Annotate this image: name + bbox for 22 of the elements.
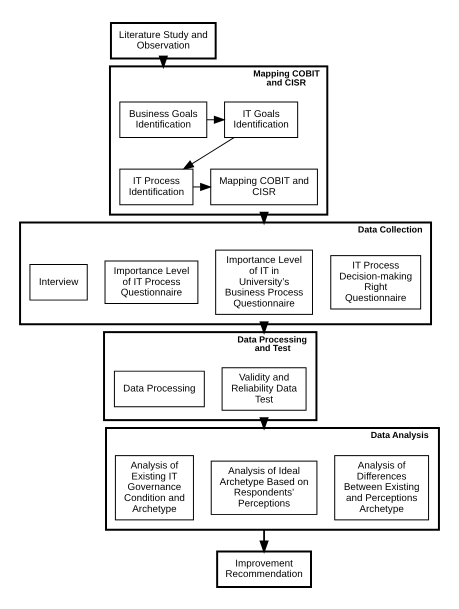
arrow — [259, 211, 269, 225]
node-box: Data Processing — [114, 370, 205, 407]
arrow — [206, 115, 226, 124]
node-box: Improvement Recommendation — [216, 550, 312, 588]
arrow — [259, 529, 269, 554]
arrow — [182, 136, 234, 170]
arrow — [192, 182, 212, 191]
node-box: Importance Level of IT in University’s Business Process Questionnaire — [215, 249, 313, 314]
node-box: Importance Level of IT Process Questionnaire — [104, 260, 198, 304]
arrow — [259, 416, 269, 430]
node-box: Validity and Reliability Data Test — [222, 366, 307, 410]
arrow — [158, 55, 168, 69]
node-box: Mapping COBIT and CISR — [210, 168, 318, 205]
node-box: IT Process Decision-making Right Questionnaire — [330, 254, 422, 309]
node-box: Analysis of Existing IT Governance Condition and Archetype — [114, 454, 194, 520]
node-box: Interview — [29, 264, 88, 300]
node-box: IT Goals Identification — [224, 101, 298, 138]
node-box: IT Process Identification — [119, 168, 194, 205]
arrow — [259, 320, 269, 334]
node-box: Business Goals Identification — [119, 101, 208, 138]
node-box: Analysis of Differences Between Existing and Perceptions Archetype — [334, 454, 430, 520]
node-box: Analysis of Ideal Archetype Based on Respondents’ Perceptions — [210, 460, 318, 514]
